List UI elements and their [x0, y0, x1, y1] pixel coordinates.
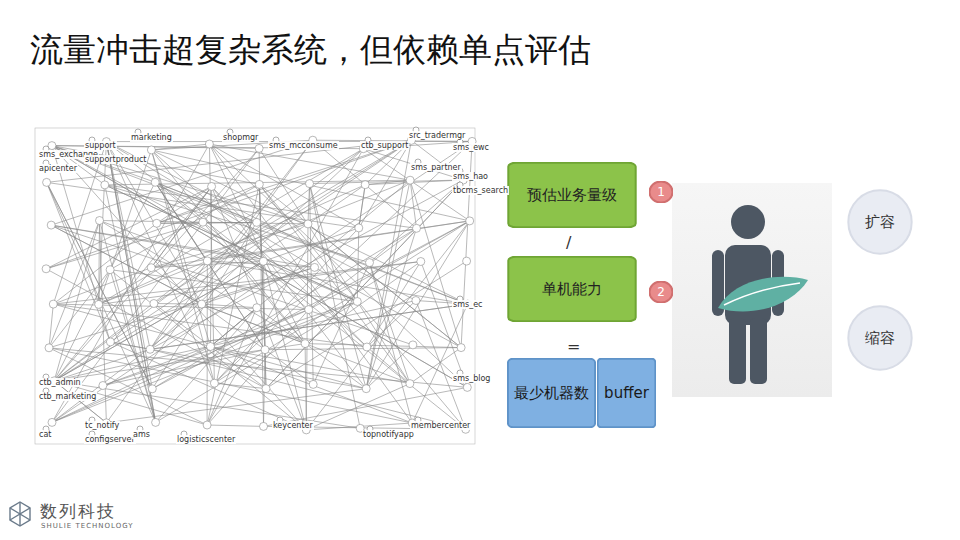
result-box: 最少机器数: [507, 358, 596, 428]
service-label: sms_blog: [452, 374, 491, 383]
service-label: supportproduct: [84, 155, 147, 164]
graph-dots: [42, 127, 476, 437]
node-text: 2: [654, 285, 668, 299]
process-box: 预估业务量级: [507, 162, 637, 228]
service-label: ctb_admin: [38, 378, 82, 387]
service-label: sms_ec: [452, 300, 483, 309]
node-text: 缩容: [862, 329, 898, 347]
service-label: tbcms_search: [452, 186, 509, 195]
service-label: cat: [38, 430, 52, 439]
action-circle: 扩容: [847, 189, 913, 255]
service-label: membercenter: [410, 421, 471, 430]
node-text: 1: [654, 185, 668, 199]
node-text: 预估业务量级: [524, 186, 620, 204]
leaf-vein: [724, 283, 800, 305]
service-label: ctb_support: [360, 141, 409, 150]
callout-number: 1: [649, 181, 673, 203]
graph-strokes: [46, 140, 472, 430]
service-label: apicenter: [38, 164, 78, 173]
service-label: src_tradermgr: [408, 131, 466, 140]
service-label: sms_ewc: [452, 143, 490, 152]
operator-sign: /: [566, 233, 571, 252]
node-text: buffer: [601, 384, 652, 402]
slide-title: 流量冲击超复杂系统，但依赖单点评估: [30, 28, 591, 73]
logo-subtext: SHULIE TECHNOLOGY: [41, 522, 134, 530]
service-label: sms_hao: [452, 172, 489, 181]
callout-number: 2: [649, 281, 673, 303]
person-panel: [672, 183, 832, 397]
node-text: 单机能力: [539, 280, 605, 298]
service-label: marketing: [130, 133, 173, 142]
service-label: logisticscenter: [176, 435, 236, 444]
service-label: tc_notify: [84, 421, 120, 430]
service-label: sms_mcconsume: [268, 141, 339, 150]
process-box: 单机能力: [507, 256, 637, 322]
action-circle: 缩容: [847, 305, 913, 371]
service-label: configserver: [84, 435, 136, 444]
leaf: [718, 277, 808, 312]
logo-icon: [10, 502, 30, 526]
service-label: ams: [132, 430, 151, 439]
buffer-box: buffer: [597, 358, 656, 428]
service-label: support: [84, 141, 117, 150]
service-label: topnotifyapp: [362, 430, 415, 439]
node-text: 最少机器数: [511, 384, 592, 402]
service-label: keycenter: [272, 421, 314, 430]
operator-sign: =: [567, 337, 580, 356]
logo-text: 数列科技: [40, 500, 116, 523]
node-text: 扩容: [862, 213, 898, 231]
service-label: ctb_marketing: [38, 392, 97, 401]
service-label: sms_partner: [410, 163, 462, 172]
service-label: shopmgr: [222, 133, 259, 142]
